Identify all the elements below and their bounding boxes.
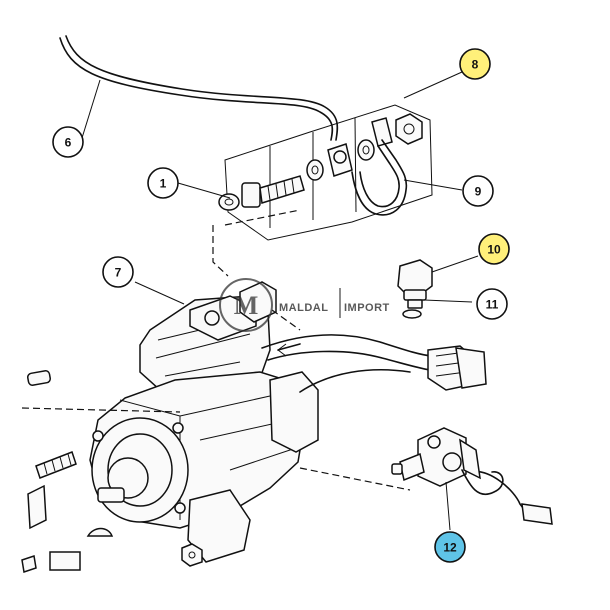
callout-12: 12 (434, 531, 466, 563)
callout-6-circle (52, 126, 84, 158)
leader-11 (423, 299, 473, 303)
bent-pipe-9 (351, 139, 408, 216)
pump-centerline-1 (271, 309, 301, 331)
solenoid-mount-bracket (459, 438, 481, 480)
leader-9 (403, 179, 463, 191)
pump-centerline-left (21, 407, 181, 413)
solenoid-plunger (399, 452, 425, 482)
plate-bottom-left (49, 551, 81, 571)
leader-1 (177, 182, 231, 199)
leader-12 (445, 481, 451, 531)
watermark: M MALDAL IMPORT (219, 278, 390, 332)
fuel-line-tube-inner (65, 35, 339, 141)
callout-11: 11 (476, 288, 508, 320)
callout-8-label: 8 (472, 58, 479, 72)
washer-mid-2 (357, 139, 375, 161)
fuel-line-tube (59, 37, 334, 141)
callout-9-circle (462, 175, 494, 207)
callout-7-label: 7 (115, 266, 122, 280)
bent-pipe-9-inner (359, 145, 400, 208)
solenoid-top (239, 281, 277, 323)
connector-fitting (371, 117, 393, 147)
callout-9-label: 9 (475, 185, 482, 199)
callout-11-circle (476, 288, 508, 320)
callout-1-circle (147, 167, 179, 199)
harness-arrow (277, 343, 301, 351)
o-ring-11 (402, 309, 422, 319)
wiring-harness (261, 334, 433, 357)
assembly-box-divider-3 (354, 117, 357, 213)
assembly-leader-dash-2 (224, 209, 301, 226)
hex-nut (395, 113, 423, 145)
threaded-stud (35, 451, 77, 479)
leader-6 (81, 79, 101, 139)
wiring-harness-2 (267, 350, 431, 371)
nut-bottom (181, 543, 203, 567)
bracket-bottom-left (27, 484, 47, 530)
callout-8-circle (459, 48, 491, 80)
callout-10-label: 10 (487, 243, 501, 257)
callout-7-circle (102, 256, 134, 288)
callout-1-label: 1 (160, 177, 167, 191)
callout-9: 9 (462, 175, 494, 207)
watermark-right-text: IMPORT (344, 302, 390, 314)
leader-8 (403, 71, 463, 99)
callout-layer: 1 6 7 8 9 10 11 12 (52, 48, 510, 563)
banjo-bolt-shank (259, 175, 305, 204)
sensor-10 (397, 259, 433, 295)
leader-10 (431, 255, 479, 273)
banjo-bolt-head (241, 182, 261, 208)
watermark-logo-letter: M (234, 291, 259, 320)
callout-12-circle (434, 531, 466, 563)
callout-6-label: 6 (65, 136, 72, 150)
bolt-bottom-left (21, 555, 37, 573)
pump-rear-bracket (187, 489, 251, 563)
callout-8: 8 (459, 48, 491, 80)
callout-10-circle (478, 233, 510, 265)
connector-plug-right (455, 347, 487, 389)
pump-side-block (269, 371, 319, 453)
pump-centerline-lower (299, 467, 411, 491)
leader-7 (134, 281, 185, 305)
callout-6: 6 (52, 126, 84, 158)
callout-7: 7 (102, 256, 134, 288)
washer-mid-1 (306, 159, 324, 181)
callout-11-label: 11 (486, 298, 499, 312)
wiring-harness-3 (299, 369, 411, 393)
stud-bolt-left (27, 370, 51, 386)
watermark-left-text: MALDAL (279, 302, 328, 314)
assembly-leader-dash-1 (212, 225, 229, 277)
woodruff-key (86, 527, 114, 537)
solenoid-wire (461, 469, 527, 513)
callout-10: 10 (478, 233, 510, 265)
watermark-logo-ring (219, 278, 273, 332)
solenoid-connector (521, 503, 553, 525)
washer-left (218, 193, 240, 211)
callout-1: 1 (147, 167, 179, 199)
callout-12-label: 12 (443, 541, 457, 555)
